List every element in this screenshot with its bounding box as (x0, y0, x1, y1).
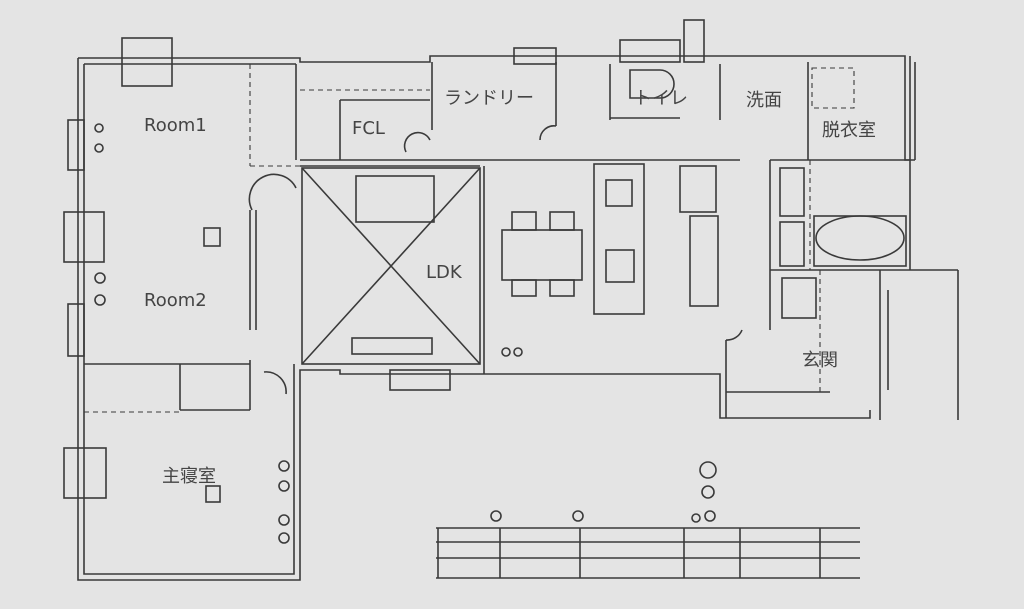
interior-walls (84, 62, 959, 420)
room-label-toilet: トイレ (634, 88, 688, 109)
furniture (94, 69, 907, 544)
room-label-entrance: 玄関 (802, 350, 838, 371)
deck (436, 527, 860, 579)
room-label-master-bedroom: 主寝室 (162, 466, 216, 487)
windows (63, 19, 705, 499)
room-label-laundry: ランドリー (444, 88, 534, 109)
void-cross (301, 167, 481, 365)
room-label-room2: Room2 (144, 290, 207, 311)
room-label-ldk: LDK (426, 262, 462, 283)
room-label-fcl: FCL (352, 118, 385, 139)
dashed-lines (84, 64, 855, 413)
room-label-washroom: 洗面 (746, 90, 782, 111)
room-label-room1: Room1 (144, 115, 207, 136)
room-label-dressing: 脱衣室 (822, 120, 876, 141)
